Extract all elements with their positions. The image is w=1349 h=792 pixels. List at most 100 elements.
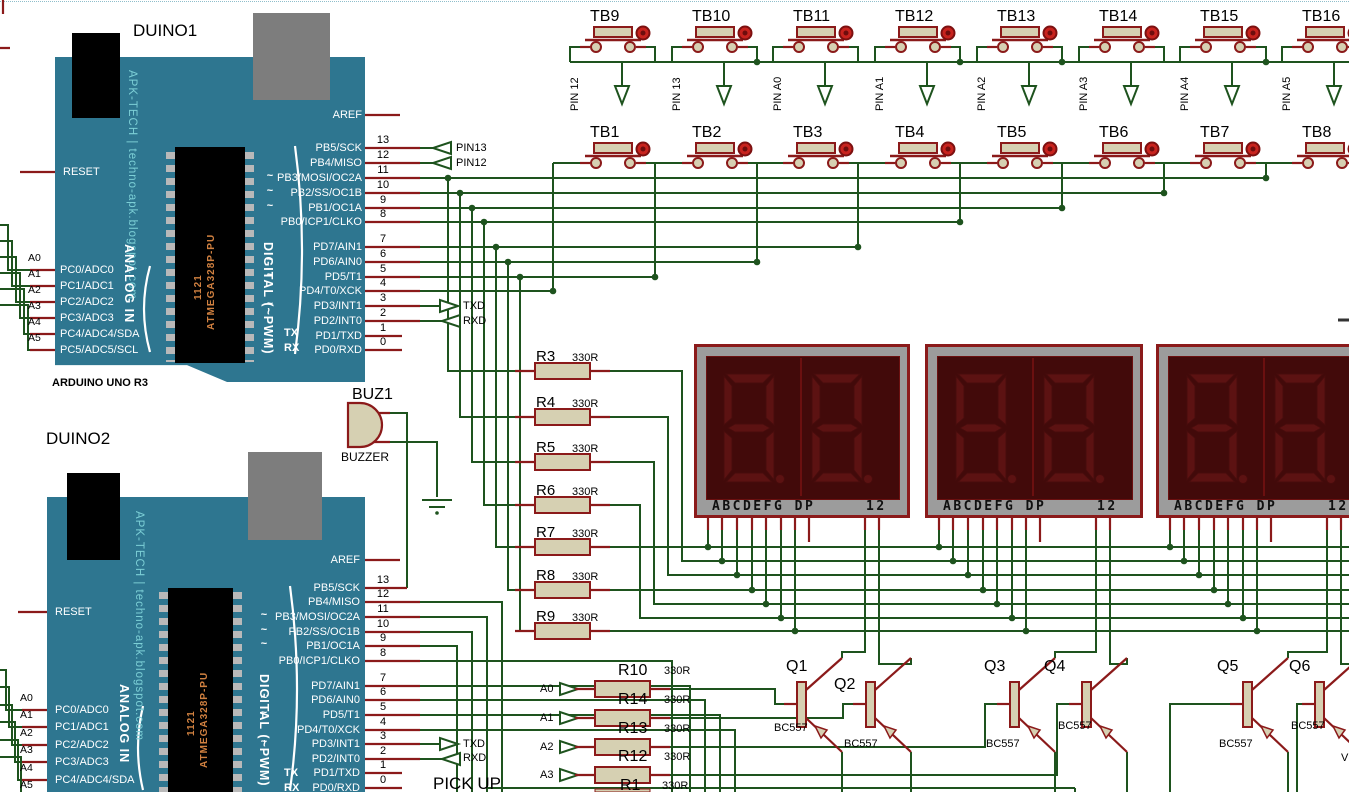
duino2-atmega-chip[interactable] bbox=[168, 588, 233, 792]
net-label: A1 bbox=[20, 709, 33, 721]
pushbutton-tb1[interactable] bbox=[578, 141, 651, 170]
resistor-ref: R5 bbox=[536, 439, 556, 456]
net-arrow-pinA5[interactable] bbox=[1326, 85, 1342, 105]
pushbutton-tb7[interactable] bbox=[1188, 141, 1261, 170]
pin-number: 4 bbox=[379, 716, 387, 728]
pin-name: PB3/MOSI/OC2A bbox=[275, 611, 360, 623]
clipped-edge-label: V bbox=[1341, 752, 1349, 764]
pwm-mark: ~ bbox=[260, 624, 268, 636]
net-arrow-pin13[interactable] bbox=[716, 85, 732, 105]
resistor-r4[interactable] bbox=[513, 407, 612, 427]
net-arrow-pin12[interactable] bbox=[614, 85, 630, 105]
transistor-part: BC557 bbox=[986, 738, 1020, 750]
pin-name: PB2/SS/OC1B bbox=[288, 626, 360, 638]
display-1-divider bbox=[800, 358, 802, 496]
pin-name: PD0/RXD bbox=[312, 782, 360, 792]
transistor-ref: Q6 bbox=[1289, 658, 1311, 675]
pin-number: 11 bbox=[377, 603, 389, 615]
buzzer-symbol[interactable] bbox=[346, 401, 384, 449]
pushbutton-tb5[interactable] bbox=[985, 141, 1058, 170]
resistor-r8[interactable] bbox=[513, 580, 612, 600]
button-ref: TB16 bbox=[1302, 8, 1341, 25]
pin-net-label: PIN A4 bbox=[1179, 76, 1191, 111]
pin-net-label: PIN A3 bbox=[1078, 76, 1090, 111]
pushbutton-tb2[interactable] bbox=[680, 141, 753, 170]
pushbutton-tb6[interactable] bbox=[1087, 141, 1160, 170]
transistor-q4[interactable] bbox=[1067, 656, 1129, 754]
pushbutton-tb10[interactable] bbox=[680, 25, 753, 54]
pushbutton-tb15[interactable] bbox=[1188, 25, 1261, 54]
pin-net-label: PIN A0 bbox=[772, 76, 784, 111]
net-label: A0 bbox=[540, 683, 554, 695]
pin-number: 3 bbox=[379, 292, 387, 304]
button-ref: TB15 bbox=[1200, 8, 1239, 25]
resistor-value: 330R bbox=[664, 665, 691, 677]
duino2-rx-label: RX bbox=[284, 782, 300, 792]
resistor-value: 330R bbox=[572, 571, 599, 583]
pin-net-label: PIN A2 bbox=[976, 76, 988, 111]
duino2-analog-group-label: ANALOG IN bbox=[117, 684, 131, 764]
display-2-digit-labels: 12 bbox=[1097, 499, 1118, 514]
resistor-ref: R4 bbox=[536, 394, 556, 411]
button-ref: TB12 bbox=[895, 8, 934, 25]
pushbutton-tb16[interactable] bbox=[1290, 25, 1349, 54]
duino1-chip-pads-left bbox=[166, 152, 175, 362]
net-arrow-pinA2[interactable] bbox=[1021, 85, 1037, 105]
pushbutton-tb11[interactable] bbox=[781, 25, 854, 54]
pin-name: PC0/ADC0 bbox=[55, 704, 109, 716]
duino1-atmega-chip[interactable] bbox=[175, 147, 245, 363]
pin-name: PB3/MOSI/OC2A bbox=[277, 172, 362, 184]
net-flag-label: PIN13 bbox=[456, 142, 487, 154]
pin-name: PB0/ICP1/CLKO bbox=[280, 216, 362, 228]
net-flag-label: TXD bbox=[463, 738, 485, 750]
duino2-chip-name: ATMEGA328P-PU bbox=[199, 671, 210, 768]
net-label: A0 bbox=[28, 252, 41, 264]
duino2-chip-pads-right bbox=[233, 592, 242, 792]
net-arrow-pinA1[interactable] bbox=[919, 85, 935, 105]
pwm-mark: ~ bbox=[260, 736, 268, 748]
pin-number: 10 bbox=[376, 179, 390, 191]
pin-number: 1 bbox=[379, 322, 387, 334]
transistor-part: BC557 bbox=[844, 738, 878, 750]
pushbutton-tb12[interactable] bbox=[883, 25, 956, 54]
pwm-mark: ~ bbox=[266, 269, 274, 281]
flag-rxd1-icon[interactable] bbox=[441, 314, 461, 328]
duino1-digital-group-label: DIGITAL (~PWM) bbox=[261, 242, 275, 355]
flag-pin13-icon[interactable] bbox=[432, 141, 452, 155]
pin-name: PD1/TXD bbox=[313, 767, 360, 779]
pin-number: 7 bbox=[379, 672, 387, 684]
duino2-power-jack bbox=[67, 473, 120, 560]
resistor-r3[interactable] bbox=[513, 361, 612, 381]
pin-number: 11 bbox=[377, 164, 389, 176]
pin-name: PC2/ADC2 bbox=[60, 296, 114, 308]
buzzer-ref: BUZ1 bbox=[352, 386, 393, 403]
display-2-divider bbox=[1032, 358, 1034, 496]
flag-pin12-icon[interactable] bbox=[432, 156, 452, 170]
pushbutton-tb9[interactable] bbox=[578, 25, 651, 54]
pushbutton-tb3[interactable] bbox=[781, 141, 854, 170]
pushbutton-tb8[interactable] bbox=[1290, 141, 1349, 170]
resistor-r5[interactable] bbox=[513, 452, 612, 472]
pushbutton-tb4[interactable] bbox=[883, 141, 956, 170]
display-1-digit-1 bbox=[723, 373, 785, 484]
resistor-r9[interactable] bbox=[513, 621, 612, 641]
flag-txd2-icon[interactable] bbox=[439, 737, 459, 751]
pin-name: PD6/AIN0 bbox=[313, 256, 362, 268]
display-3-digit-2 bbox=[1274, 373, 1336, 484]
pin-name: PD1/TXD bbox=[315, 330, 362, 342]
net-flag-label: TXD bbox=[463, 300, 485, 312]
flag-rxd2-icon[interactable] bbox=[441, 752, 461, 766]
resistor-r6[interactable] bbox=[513, 495, 612, 515]
resistor-ref: R3 bbox=[536, 348, 556, 365]
net-arrow-pinA3[interactable] bbox=[1123, 85, 1139, 105]
net-arrow-pinA0[interactable] bbox=[817, 85, 833, 105]
resistor-r1-clipped[interactable] bbox=[594, 788, 651, 792]
pin-name: PB4/MISO bbox=[308, 596, 360, 608]
pushbutton-tb13[interactable] bbox=[985, 25, 1058, 54]
resistor-r7[interactable] bbox=[513, 537, 612, 557]
net-arrow-pinA4[interactable] bbox=[1224, 85, 1240, 105]
pwm-mark: ~ bbox=[260, 707, 268, 719]
pin-number: 8 bbox=[379, 647, 387, 659]
net-flag-label: RXD bbox=[463, 752, 487, 764]
pushbutton-tb14[interactable] bbox=[1087, 25, 1160, 54]
